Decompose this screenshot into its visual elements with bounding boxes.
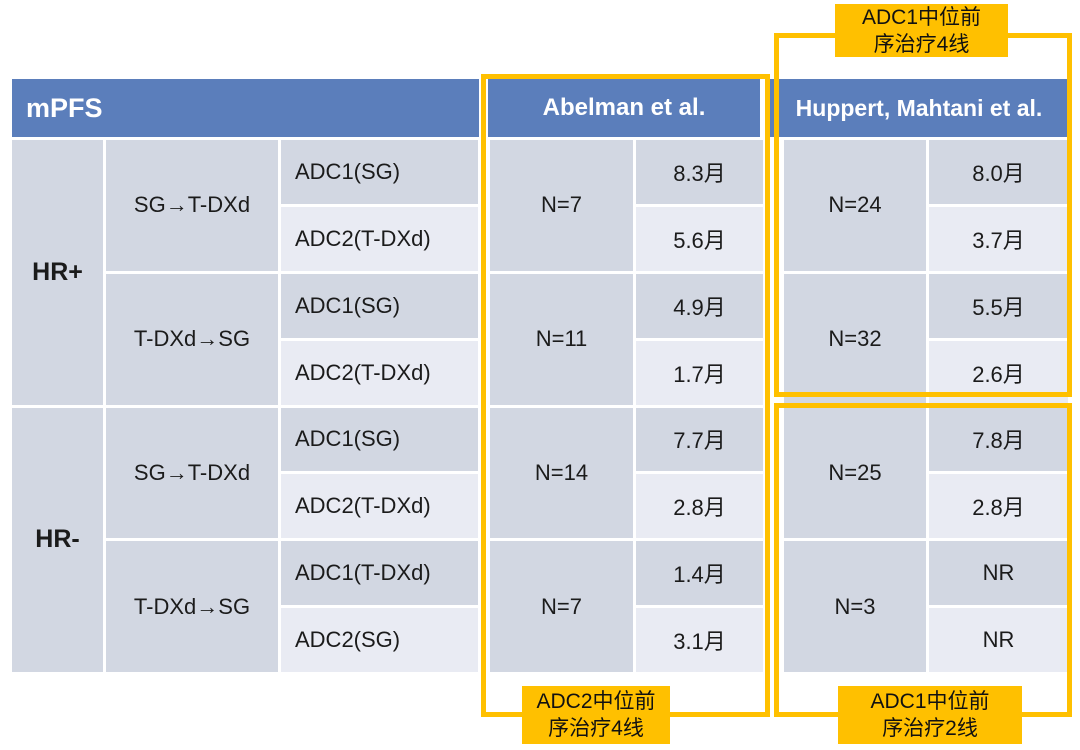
huppert-mpfs-value: 7.8月 xyxy=(929,407,1068,472)
callout-line: 序治疗4线 xyxy=(873,32,970,56)
hr-positive-group-label: HR+ xyxy=(12,140,103,405)
adc-label: ADC2(T-DXd) xyxy=(281,340,478,405)
callout-line: ADC1中位前 xyxy=(870,690,990,713)
abelman-mpfs-value: 1.4月 xyxy=(636,541,763,606)
abelman-n-value: N=14 xyxy=(490,407,633,539)
adc-label: ADC1(SG) xyxy=(281,273,478,338)
sequence-label: T-DXd→SG xyxy=(106,273,278,405)
sequence-label: SG→T-DXd xyxy=(106,140,278,271)
huppert-mpfs-value: 2.6月 xyxy=(929,340,1068,405)
huppert-n-value: N=25 xyxy=(784,407,926,539)
huppert-mpfs-value: 2.8月 xyxy=(929,474,1068,539)
abelman-mpfs-value: 4.9月 xyxy=(636,273,763,338)
sequence-label: T-DXd→SG xyxy=(106,541,278,672)
callout-adc2-prior-4-lines-bottom: ADC2中位前 序治疗4线 xyxy=(522,686,670,744)
column-header-abelman: Abelman et al. xyxy=(488,79,760,137)
abelman-n-value: N=7 xyxy=(490,140,633,271)
abelman-mpfs-value: 8.3月 xyxy=(636,140,763,204)
abelman-mpfs-value: 2.8月 xyxy=(636,474,763,539)
huppert-n-value: N=3 xyxy=(784,541,926,672)
adc-label: ADC2(SG) xyxy=(281,608,478,672)
abelman-mpfs-value: 5.6月 xyxy=(636,206,763,271)
callout-line: 序治疗4线 xyxy=(548,717,644,740)
abelman-mpfs-value: 3.1月 xyxy=(636,608,763,672)
callout-line: ADC2中位前 xyxy=(536,690,656,713)
huppert-mpfs-value: NR xyxy=(929,541,1068,606)
callout-line: 序治疗2线 xyxy=(882,717,978,740)
adc-label: ADC1(SG) xyxy=(281,140,478,204)
adc-label: ADC2(T-DXd) xyxy=(281,474,478,539)
hr-negative-group-label: HR- xyxy=(12,407,103,672)
table-title-mpfs: mPFS xyxy=(12,79,479,137)
mpfs-table-body: HR+ HR- SG→T-DXd T-DXd→SG SG→T-DXd T-DXd… xyxy=(12,140,1068,672)
abelman-mpfs-value: 7.7月 xyxy=(636,407,763,472)
huppert-mpfs-value: 3.7月 xyxy=(929,206,1068,271)
huppert-n-value: N=24 xyxy=(784,140,926,271)
abelman-study-label: Abelman et al. xyxy=(542,94,706,121)
huppert-mpfs-value: 8.0月 xyxy=(929,140,1068,204)
huppert-study-label: Huppert, Mahtani et al. xyxy=(795,94,1043,121)
callout-line: ADC1中位前 xyxy=(861,5,982,29)
column-header-huppert: Huppert, Mahtani et al. xyxy=(770,79,1068,137)
huppert-mpfs-value: NR xyxy=(929,608,1068,672)
callout-adc1-prior-2-lines-bottom: ADC1中位前 序治疗2线 xyxy=(838,686,1022,744)
abelman-mpfs-value: 1.7月 xyxy=(636,340,763,405)
abelman-n-value: N=11 xyxy=(490,273,633,405)
adc-label: ADC2(T-DXd) xyxy=(281,206,478,271)
adc-label: ADC1(SG) xyxy=(281,407,478,472)
sequence-label: SG→T-DXd xyxy=(106,407,278,539)
callout-adc1-prior-4-lines-top: ADC1中位前 序治疗4线 xyxy=(835,4,1008,57)
mpfs-label: mPFS xyxy=(26,92,103,123)
adc-label: ADC1(T-DXd) xyxy=(281,541,478,606)
abelman-n-value: N=7 xyxy=(490,541,633,672)
huppert-mpfs-value: 5.5月 xyxy=(929,273,1068,338)
huppert-n-value: N=32 xyxy=(784,273,926,405)
